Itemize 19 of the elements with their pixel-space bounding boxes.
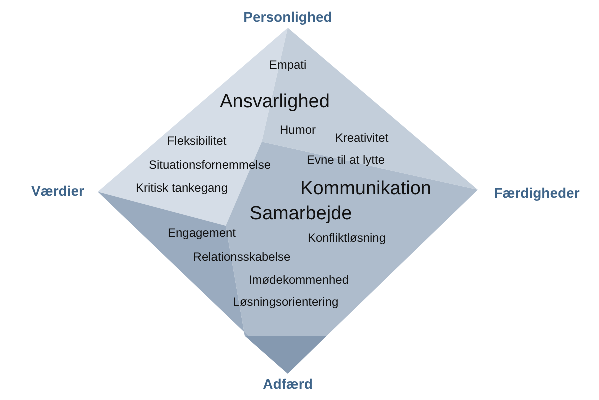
competence-label: Konfliktløsning [308, 232, 386, 244]
axis-label: Værdier [32, 184, 84, 198]
competence-label: Samarbejde [250, 204, 352, 224]
competence-label: Ansvarlighed [220, 92, 330, 112]
competence-label: Kritisk tankegang [136, 182, 228, 194]
competence-label: Imødekommenhed [248, 274, 350, 286]
competence-label: Humor [280, 124, 316, 136]
competence-label: Løsningsorientering [233, 296, 339, 308]
competence-label: Fleksibilitet [167, 135, 227, 147]
competence-label: Evne til at lytte [306, 154, 386, 166]
axis-label: Personlighed [244, 10, 332, 24]
axis-label: Færdigheder [494, 186, 580, 200]
competence-label: Engagement [168, 227, 236, 239]
competence-label: Relationsskabelse [193, 251, 291, 263]
competence-label: Empati [269, 59, 307, 71]
competence-label: Kommunikation [300, 180, 432, 198]
competence-label: Situationsfornemmelse [148, 159, 272, 171]
competence-label: Kreativitet [335, 132, 389, 144]
axis-label: Adfærd [263, 377, 313, 391]
